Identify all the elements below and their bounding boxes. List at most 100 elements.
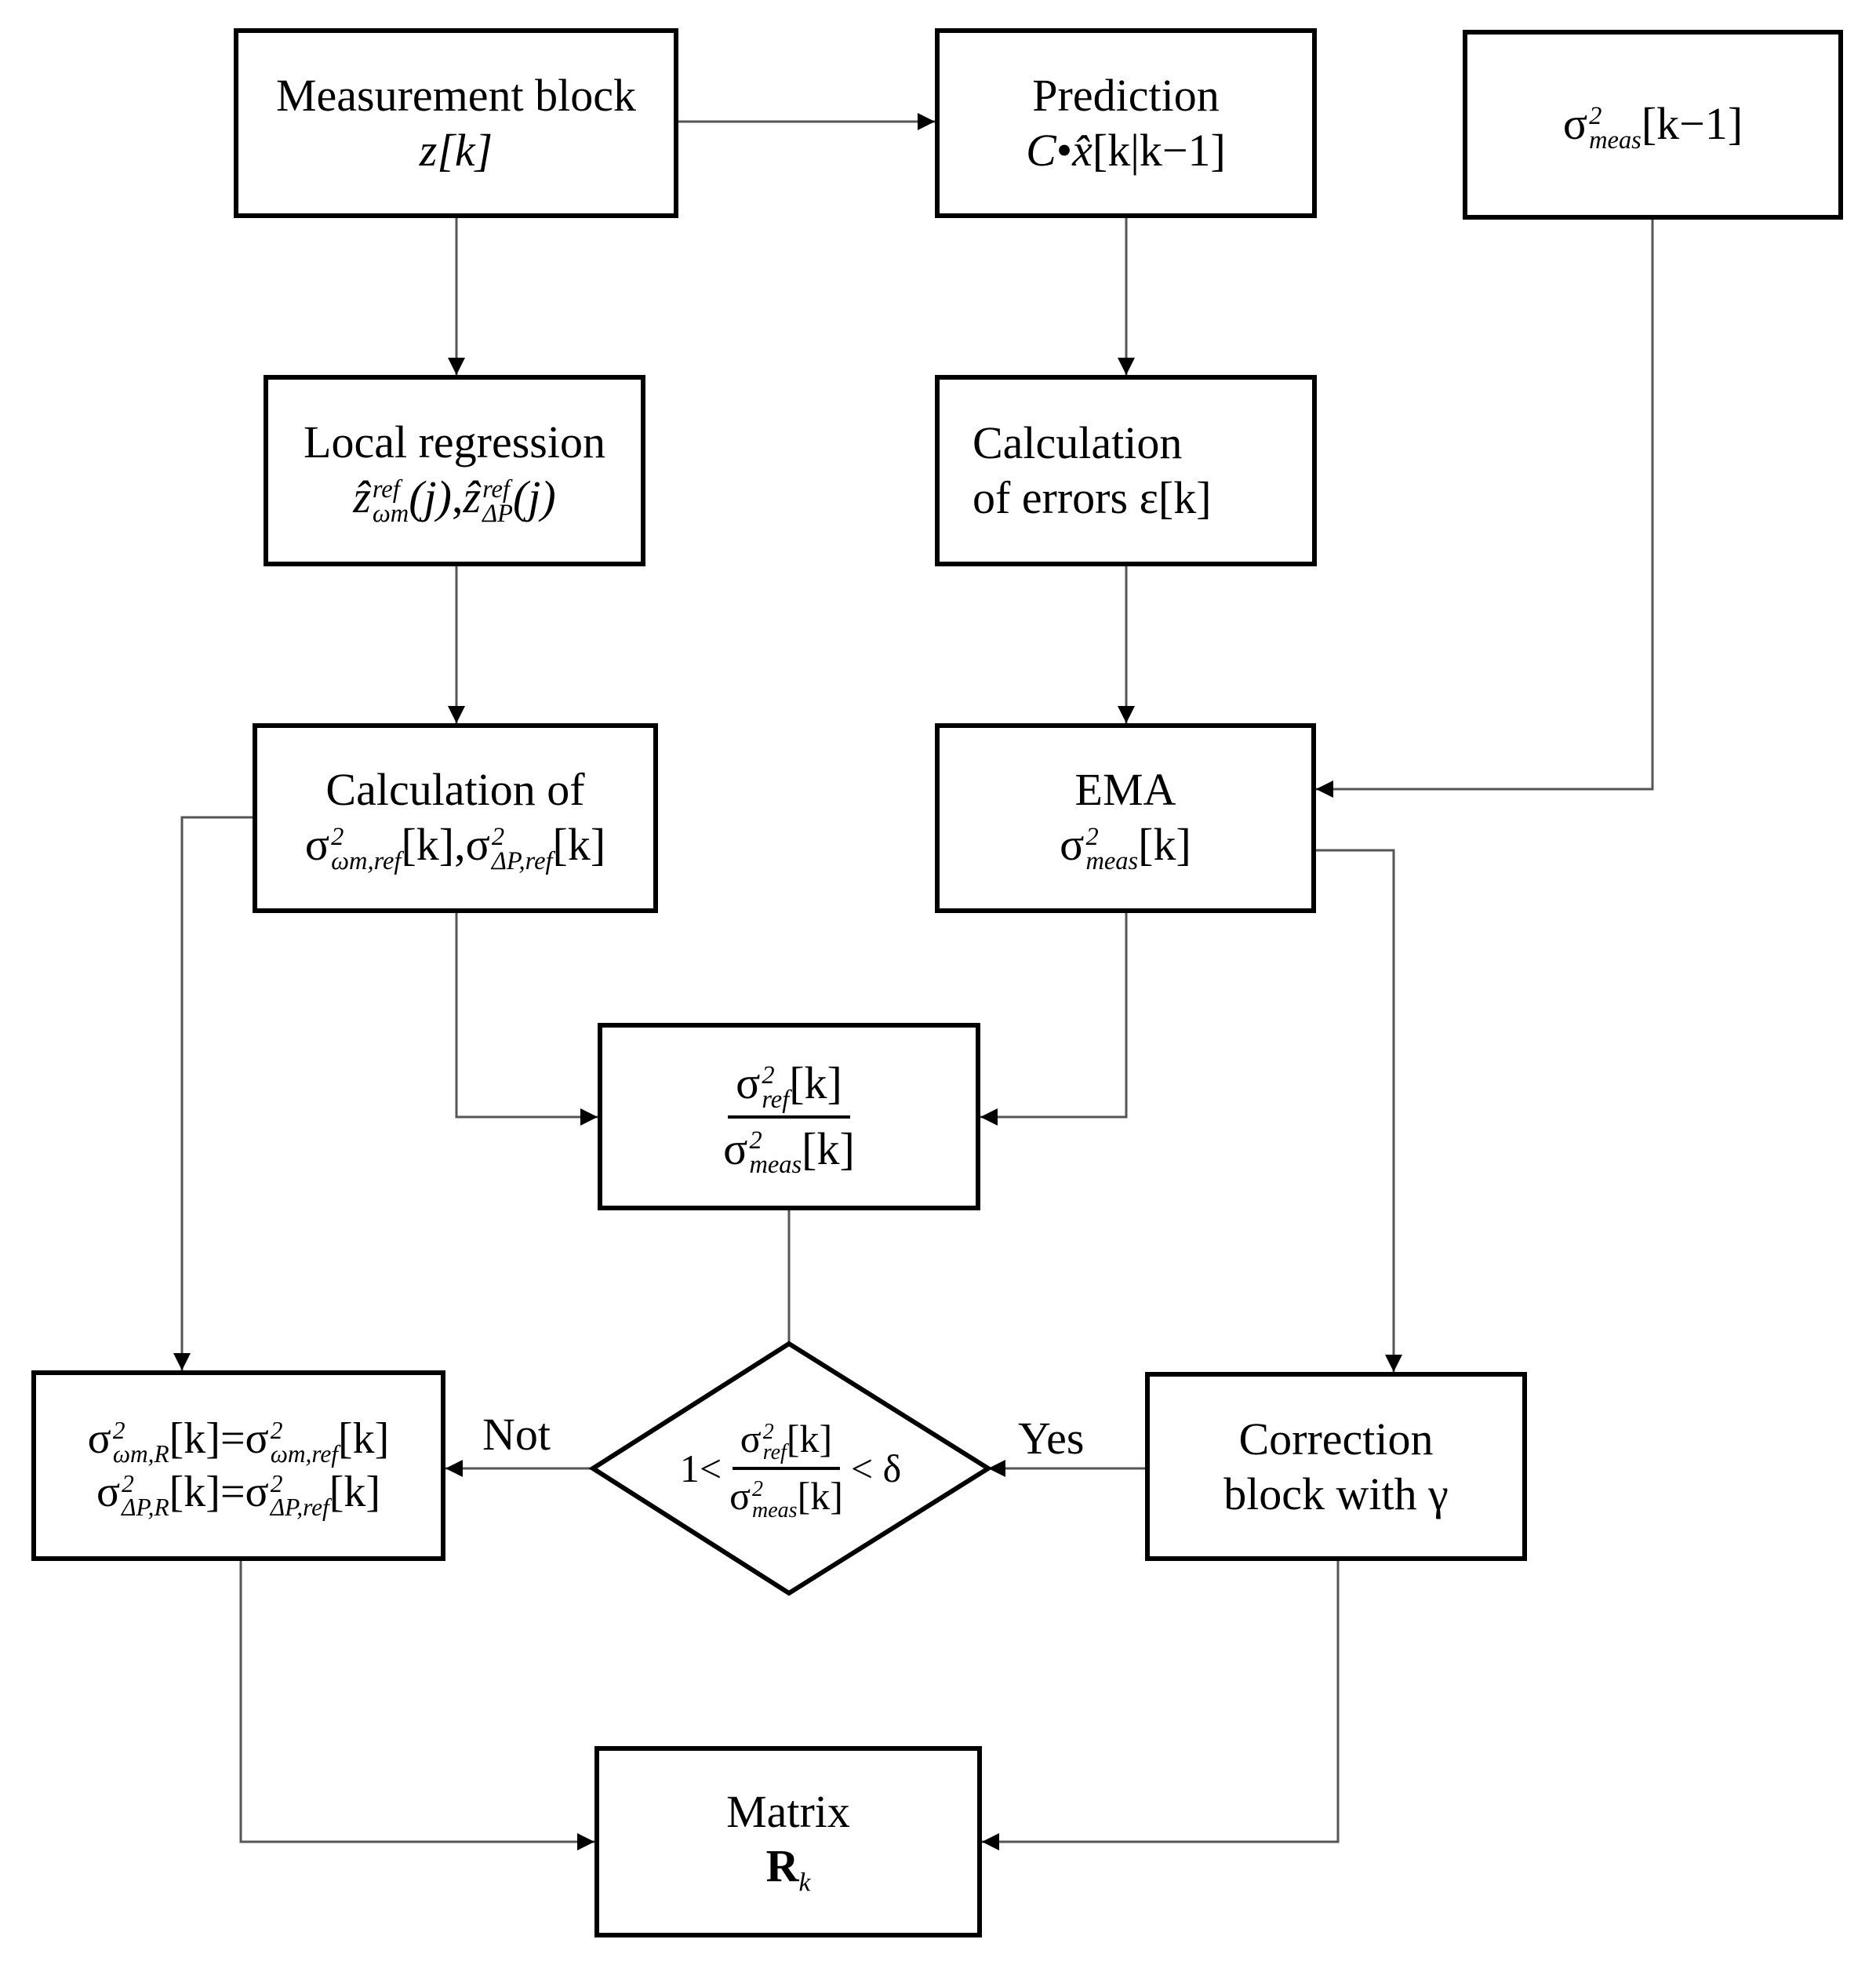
prediction-index: [k|k−1] [1092, 125, 1226, 176]
sigma-symbol: σ [1060, 819, 1085, 871]
superscript: 2 [1085, 822, 1099, 851]
sigma-symbol: σ [729, 1474, 751, 1518]
superscript: 2 [762, 1061, 775, 1090]
measurement-title: Measurement block [275, 70, 636, 122]
index: [k] [552, 819, 606, 871]
sigma-symbol: σ [740, 1416, 762, 1461]
edge-label-not: Not [482, 1409, 551, 1460]
correction-line2: block with γ [1223, 1468, 1449, 1519]
prediction-expr: C•x̂[k|k−1] [1026, 123, 1226, 178]
edge-calc-of-to-assign [173, 816, 253, 1370]
superscript: 2 [491, 822, 505, 851]
measurement-block: Measurement block z[k] [234, 28, 678, 218]
ema-title: EMA [1074, 764, 1176, 816]
subscript: ΔP,ref [491, 846, 553, 875]
calculation-of-errors-block: Calculation of errors ε[k] [935, 375, 1317, 566]
matrix-title: Matrix [726, 1785, 850, 1837]
correction-line1: Correction [1238, 1413, 1434, 1464]
superscript: 2 [112, 1416, 125, 1444]
argument: (j) [409, 471, 452, 523]
superscript: 2 [270, 1416, 283, 1444]
subscript: ωm,R [112, 1439, 169, 1468]
sigma-symbol: σ [304, 819, 330, 871]
index: [k] [169, 1467, 220, 1516]
calc-errors-line1: Calculation [973, 417, 1183, 469]
superscript: 2 [270, 1469, 283, 1497]
sigma-symbol: σ [245, 1467, 269, 1516]
index: [k−1] [1641, 98, 1743, 150]
subscript: ΔP,ref [270, 1493, 329, 1521]
prediction-block: Prediction C•x̂[k|k−1] [935, 28, 1317, 218]
subscript: ref [762, 1440, 787, 1465]
matrix-r: R [765, 1840, 799, 1892]
subscript: meas [1589, 126, 1642, 155]
equals: = [220, 1467, 245, 1516]
superscript: 2 [1589, 102, 1602, 131]
prediction-xhat: x̂ [1072, 125, 1093, 176]
subscript: meas [749, 1151, 802, 1180]
z-hat-symbol: ẑ [463, 471, 482, 523]
calc-errors-line2: of errors ε[k] [973, 472, 1212, 523]
edge-sigma-prev-to-ema [1316, 220, 1654, 798]
index: [k] [1138, 819, 1191, 871]
prediction-matrix-c: C [1026, 125, 1056, 176]
equals: = [220, 1414, 245, 1463]
measurement-expr: z[k] [419, 125, 493, 176]
subscript: ωm,ref [270, 1439, 339, 1468]
index: [k] [802, 1122, 855, 1174]
subscript: ωm,ref [331, 846, 402, 875]
matrix-symbol: Rk [766, 1839, 811, 1899]
superscript: 2 [331, 822, 344, 851]
index: [k] [338, 1414, 390, 1463]
subscript: meas [752, 1497, 798, 1523]
sigma-symbol: σ [96, 1467, 121, 1516]
subscript: ωm [372, 499, 409, 528]
sigma-symbol: σ [1562, 98, 1588, 150]
superscript: 2 [122, 1469, 134, 1497]
index: [k] [789, 1057, 842, 1108]
edge-label-yes: Yes [1018, 1413, 1085, 1464]
sigma-symbol: σ [723, 1122, 748, 1174]
edge-assign-to-matrix [239, 1561, 594, 1850]
superscript: ref [482, 475, 510, 504]
z-hat-symbol: ẑ [353, 471, 371, 523]
prediction-title: Prediction [1032, 70, 1220, 122]
matrix-subscript: k [798, 1868, 811, 1897]
index: [k] [329, 1467, 381, 1516]
subscript: ΔP,R [122, 1493, 169, 1521]
superscript: 2 [749, 1126, 762, 1155]
superscript: ref [372, 475, 400, 504]
argument: (j) [512, 471, 556, 523]
index: [k] [797, 1474, 843, 1518]
index: [k] [786, 1416, 833, 1461]
sigma-symbol: σ [245, 1414, 269, 1463]
local-regression-title: Local regression [304, 417, 605, 468]
prediction-dot: • [1056, 125, 1073, 176]
superscript: 2 [752, 1476, 764, 1501]
sigma-symbol: σ [465, 819, 490, 871]
subscript: ref [762, 1085, 790, 1114]
correction-block: Correction block with γ [1145, 1372, 1527, 1561]
subscript: meas [1085, 846, 1139, 875]
edge-correction-to-matrix [982, 1561, 1340, 1850]
index: [k] [401, 819, 455, 871]
calc-of-title: Calculation of [325, 764, 585, 816]
